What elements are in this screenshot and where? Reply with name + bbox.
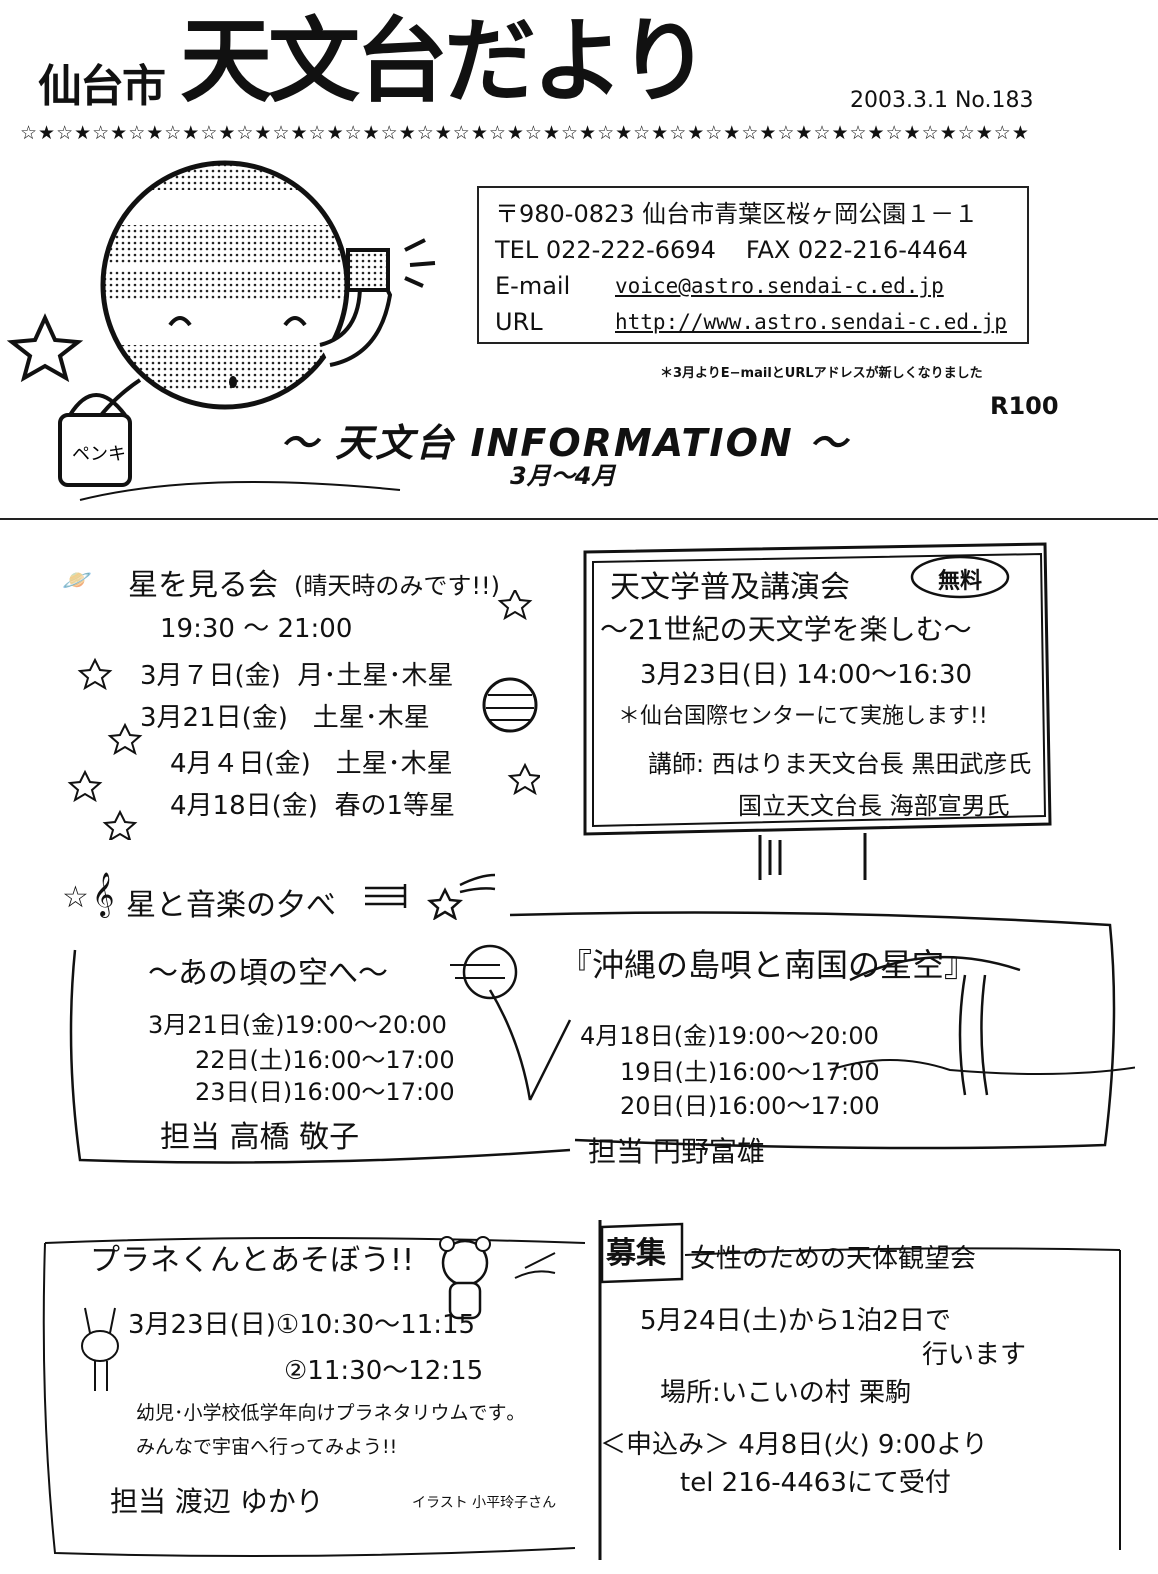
url-line: URL http://www.astro.sendai-c.ed.jp — [495, 304, 1011, 340]
shooting-star-icon — [365, 873, 496, 920]
lecturer-label: 講師: — [648, 750, 705, 778]
email-label: E-mail — [495, 272, 571, 300]
lecture-subtitle: ～21世紀の天文学を楽しむ～ — [600, 613, 972, 646]
music-right-time: 4月18日(金)19:00～20:00 — [580, 1022, 879, 1050]
event-date: 4月４日(金) — [170, 749, 311, 779]
lecturer-name: 西はりま天文台長 黒田武彦氏 — [711, 750, 1032, 778]
stargazing-title: 星を見る会 — [128, 568, 278, 603]
lecture-lecturer1: 講師: 西はりま天文台長 黒田武彦氏 — [648, 744, 1031, 779]
lecture-venue: ＊仙台国際センターにて実施します!! — [618, 704, 988, 729]
fax-number: FAX 022-216-4464 — [745, 236, 968, 264]
women-date: 5月24日(土)から1泊2日で — [640, 1306, 951, 1336]
event-targets: 土星･木星 — [335, 749, 453, 779]
bucket-label: ペンキ — [72, 444, 126, 465]
women-tel: tel 216-4463にて受付 — [680, 1468, 951, 1498]
event-targets: 土星･木星 — [312, 703, 430, 733]
stargazing-event: 3月21日(金) 土星･木星 — [140, 697, 430, 734]
title-prefix: 仙台市 — [38, 61, 166, 112]
issue-date-number: 2003.3.1 No.183 — [850, 88, 1034, 113]
contact-box: 〒980-0823 仙台市青葉区桜ヶ岡公園１－１ TEL 022-222-669… — [477, 186, 1029, 344]
music-right-staff: 担当 円野富雄 — [588, 1135, 765, 1168]
information-title: ～ 天文台 INFORMATION ～ — [280, 421, 849, 465]
event-date: 3月21日(金) — [140, 703, 288, 733]
treble-clef-icon: 𝄞 — [92, 872, 115, 916]
r100-logo: R100 — [990, 392, 1059, 420]
newsletter-title: 天文台だより — [180, 8, 710, 115]
free-badge: 無料 — [938, 569, 983, 594]
saturn-icon: 🪐 — [62, 566, 92, 594]
phone-fax-line: TEL 022-222-6694 FAX 022-216-4464 — [495, 232, 1011, 268]
event-date: 4月18日(金) — [170, 791, 318, 821]
url-label: URL — [495, 308, 543, 336]
event-targets: 春の1等星 — [334, 791, 455, 821]
tel-number: TEL 022-222-6694 — [495, 236, 716, 264]
planetarium-time1: 3月23日(日)①10:30～11:15 — [128, 1310, 476, 1340]
music-right-time: 20日(日)16:00～17:00 — [620, 1092, 880, 1120]
music-right-time: 19日(土)16:00～17:00 — [620, 1058, 880, 1086]
email-link[interactable]: voice@astro.sendai-c.ed.jp — [615, 274, 944, 298]
women-place: 場所:いこいの村 栗駒 — [660, 1378, 912, 1408]
planetarium-staff: 担当 渡辺 ゆかり — [110, 1485, 324, 1518]
lecture-title: 天文学普及講演会 — [610, 570, 850, 605]
music-title: 星と音楽の夕べ — [126, 888, 336, 923]
stargazing-event: 4月４日(金) 土星･木星 — [170, 743, 453, 780]
stargazing-time: 19:30 ～ 21:00 — [160, 614, 353, 644]
planetarium-frame — [42, 1236, 586, 1558]
mascot-planet-illustration: ペンキ — [6, 160, 436, 501]
lecture-datetime: 3月23日(日) 14:00～16:30 — [640, 660, 973, 690]
music-frame — [69, 911, 1135, 1164]
stargazing-event: 3月７日(金) 月･土星･木星 — [140, 655, 453, 692]
planetarium-desc1: 幼児･小学校低学年向けプラネタリウムです｡ — [136, 1402, 517, 1424]
music-left-time: 22日(土)16:00～17:00 — [195, 1046, 455, 1074]
address-line: 〒980-0823 仙台市青葉区桜ヶ岡公園１－１ — [495, 200, 979, 228]
music-right-title: 『沖縄の島唄と南国の星空』 — [560, 946, 977, 984]
star-divider: ☆★☆★☆★☆★☆★☆★☆★☆★☆★☆★☆★☆★☆★☆★☆★☆★☆★☆★☆★☆★… — [20, 122, 1030, 144]
music-left-time: 23日(日)16:00～17:00 — [195, 1078, 455, 1106]
planetarium-desc2: みんなで宇宙へ行ってみよう!! — [136, 1436, 398, 1458]
music-left-time: 3月21日(金)19:00～20:00 — [148, 1011, 447, 1039]
music-left-staff: 担当 高橋 敬子 — [160, 1120, 360, 1155]
music-star-icon: ☆ — [62, 880, 89, 915]
event-targets: 月･土星･木星 — [297, 661, 454, 691]
women-frame — [598, 1220, 1121, 1560]
music-left-title: ～あの頃の空へ～ — [148, 956, 388, 991]
women-title: 女性のための天体観望会 — [690, 1244, 977, 1274]
women-apply: ＜申込み＞ 4月8日(火) 9:00より — [600, 1430, 988, 1460]
women-date2: 行います — [922, 1340, 1027, 1370]
lecture-lecturer2: 国立天文台長 海部宣男氏 — [738, 792, 1010, 820]
planetarium-time2: ②11:30～12:15 — [284, 1356, 484, 1386]
information-period: 3月～4月 — [510, 462, 616, 490]
event-date: 3月７日(金) — [140, 661, 281, 691]
recruit-tag: 募集 — [606, 1236, 666, 1271]
planetarium-title: プラネくんとあそぼう!! — [90, 1243, 415, 1278]
section-divider — [0, 518, 1158, 520]
url-link[interactable]: http://www.astro.sendai-c.ed.jp — [615, 310, 1007, 334]
signboard-frame — [583, 542, 1052, 880]
address-change-notice: ＊3月よりE−mailとURLアドレスが新しくなりました — [660, 366, 983, 381]
email-line: E-mail voice@astro.sendai-c.ed.jp — [495, 268, 1011, 304]
stars-decoration-icon — [67, 590, 540, 840]
stargazing-event: 4月18日(金) 春の1等星 — [170, 785, 455, 822]
stargazing-note: (晴天時のみです!!) — [294, 572, 500, 600]
illustration-credit: イラスト 小平玲子さん — [412, 1495, 557, 1511]
